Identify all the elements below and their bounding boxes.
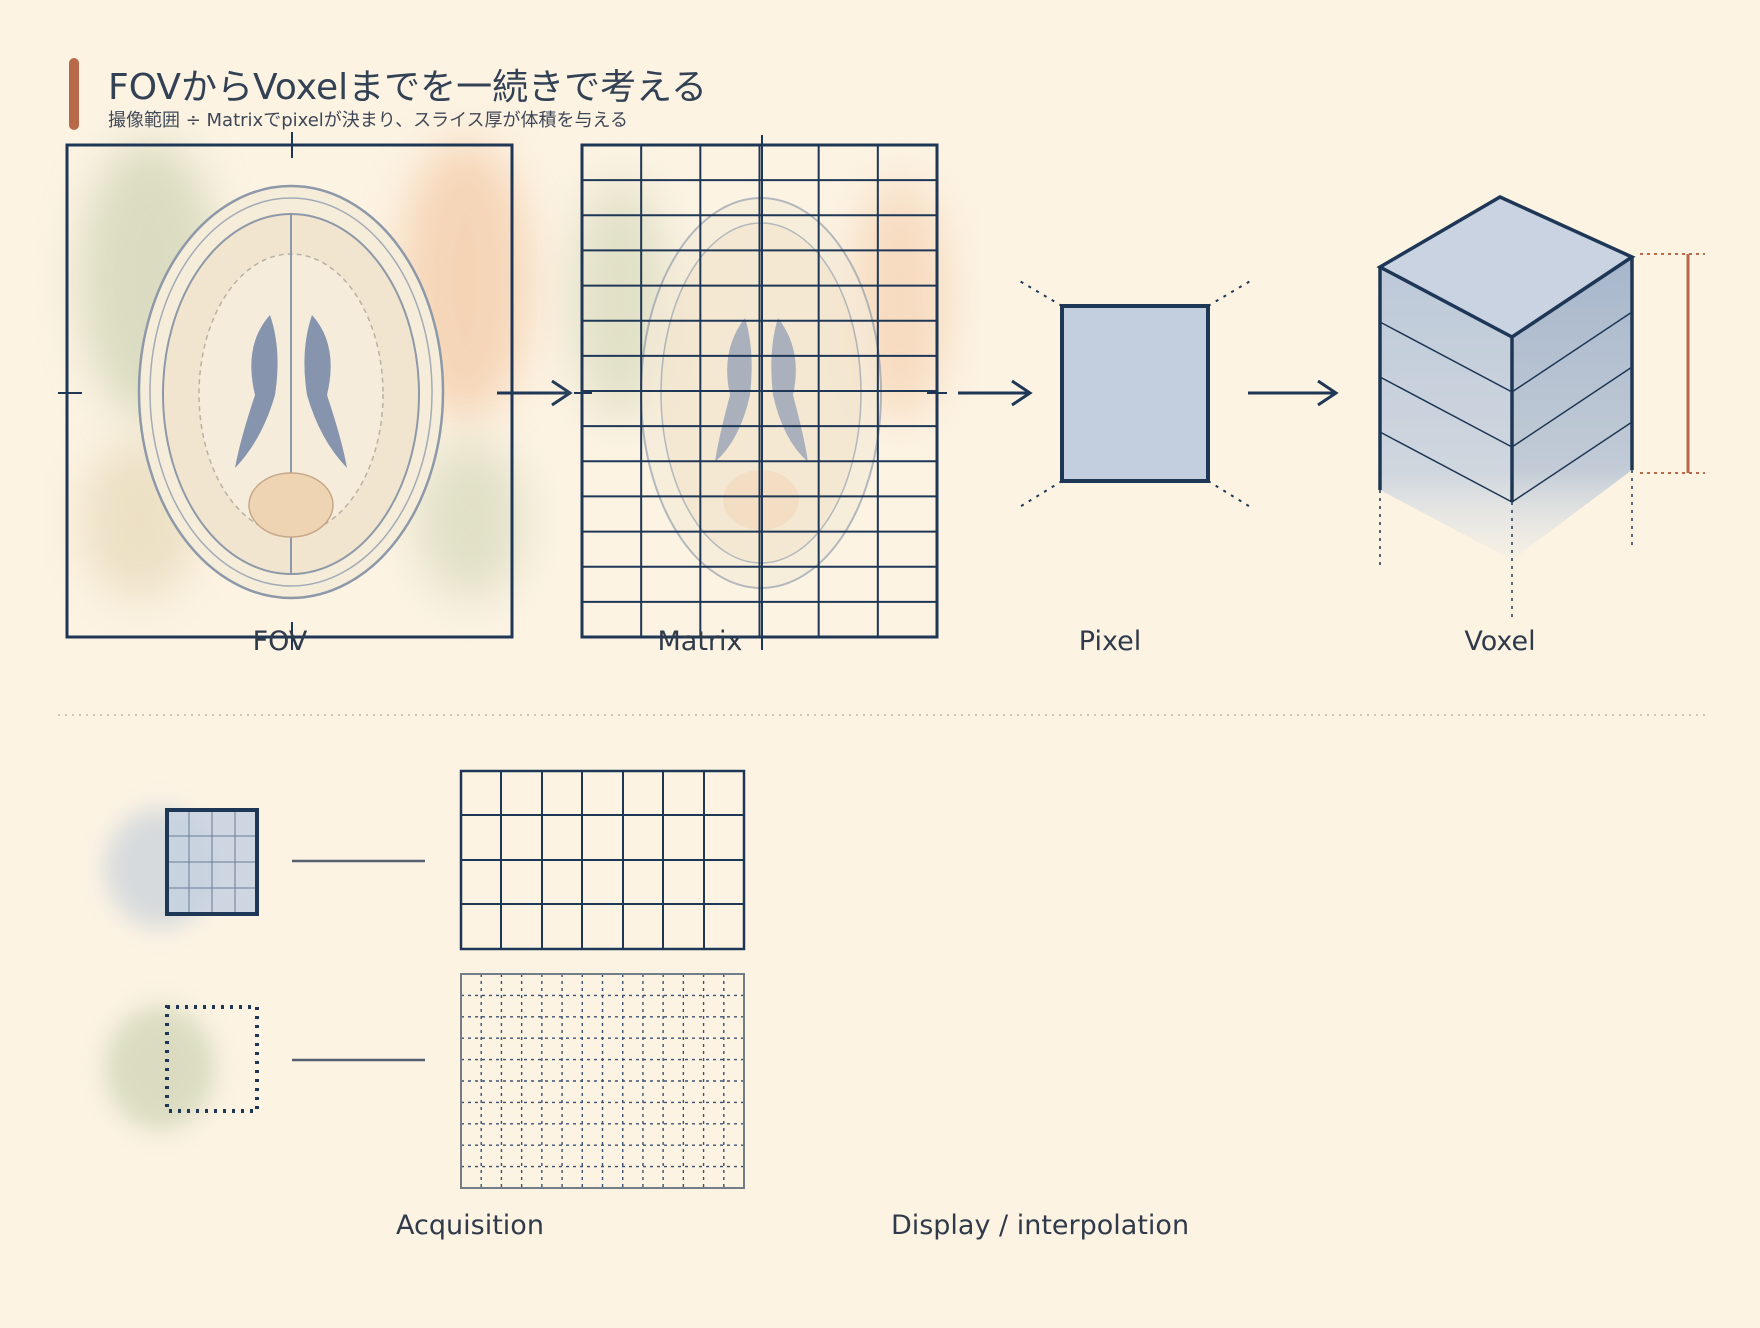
title-accent-bar	[69, 58, 79, 130]
matrix-panel	[570, 135, 950, 650]
label-acquisition: Acquisition	[396, 1210, 544, 1241]
label-voxel: Voxel	[1464, 626, 1536, 657]
slice-thickness-bracket	[1640, 253, 1705, 474]
matrix-grid	[582, 145, 937, 637]
page-title: FOVからVoxelまでを一続きで考える	[108, 67, 708, 108]
interpolated-pixel	[165, 1005, 259, 1113]
voxel-cube	[1376, 195, 1636, 622]
arrow-pixel-to-voxel	[1248, 379, 1339, 407]
page-subtitle: 撮像範囲 ÷ Matrixでpixelが決まり、スライス厚が体積を与える	[108, 110, 628, 131]
arrow-fov-to-matrix	[497, 379, 573, 407]
label-display-interpolation: Display / interpolation	[890, 1210, 1190, 1241]
display-row	[105, 973, 745, 1189]
label-fov: FOV	[252, 626, 308, 657]
acquisition-pixel	[165, 808, 259, 916]
brain-axial-slice	[137, 184, 445, 600]
pixel-square	[1017, 279, 1253, 509]
label-pixel: Pixel	[1078, 626, 1142, 657]
label-matrix: Matrix	[657, 626, 743, 657]
arrow-matrix-to-pixel	[958, 379, 1033, 407]
fov-panel	[58, 132, 530, 650]
interpolated-grid	[461, 974, 744, 1188]
acquisition-row	[105, 769, 746, 951]
